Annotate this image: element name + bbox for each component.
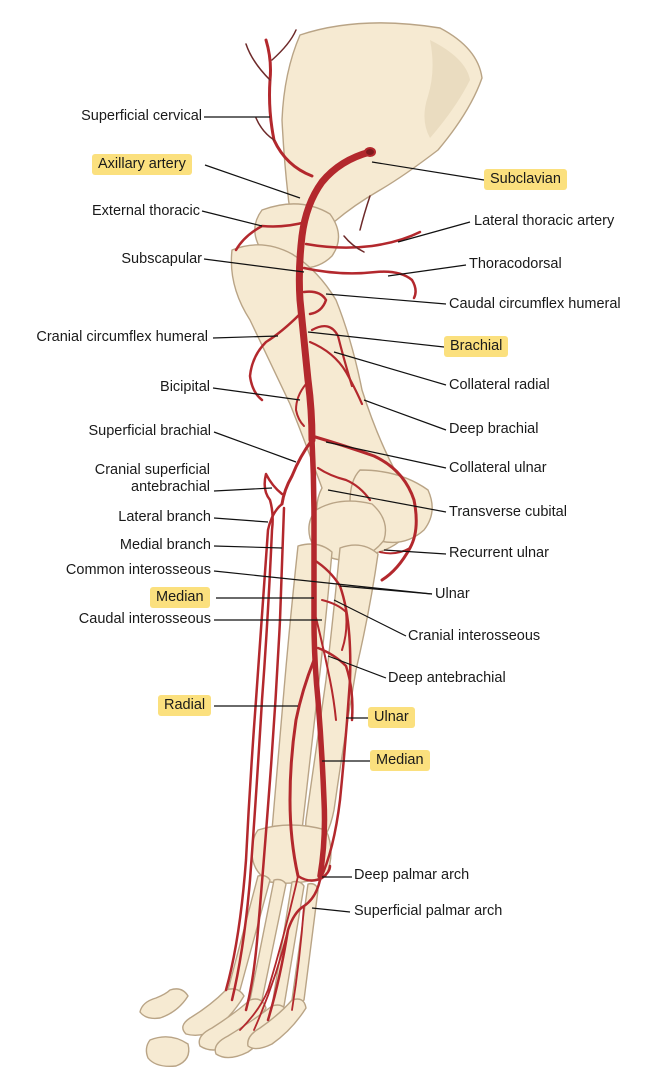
label-recurrent-ulnar: Recurrent ulnar (449, 545, 549, 561)
leader-recurrent-ulnar (383, 549, 447, 555)
label-thoracodorsal: Thoracodorsal (469, 256, 562, 272)
label-caudal-interosseous: Caudal interosseous (78, 611, 211, 627)
recurrent-ulnar-artery (379, 547, 411, 555)
leader-cranial-interosseous (333, 599, 407, 637)
superficial-brachial-artery (280, 438, 314, 506)
median-artery (309, 437, 328, 879)
radial-artery (288, 658, 316, 878)
leader-medial-branch (213, 545, 283, 549)
leader-caudal-circumflex-humeral (325, 293, 447, 305)
leader-deep-brachial (363, 399, 447, 431)
leader-lateral-branch (213, 517, 269, 523)
label-bicipital: Bicipital (160, 379, 210, 395)
ulnar-artery (318, 584, 352, 882)
label-radial: Radial (158, 695, 212, 716)
leader-axillary-artery (204, 164, 301, 199)
digital-artery (239, 875, 305, 1031)
label-lateral-thoracic-artery: Lateral thoracic artery (474, 213, 615, 229)
label-subclavian: Subclavian (484, 169, 567, 190)
scapula-spine-shade (424, 40, 470, 138)
label-brachial: Brachial (444, 336, 509, 357)
subclavian-cut-end (364, 147, 376, 157)
collateral-ulnar-artery (310, 434, 418, 582)
label-deep-antebrachial: Deep antebrachial (388, 670, 506, 686)
label-external-thoracic: External thoracic (92, 203, 200, 219)
subscapular-branch (343, 195, 371, 253)
common-interosseous-artery (312, 558, 342, 588)
deep-palmar-arch (296, 864, 332, 882)
digit (247, 998, 307, 1050)
superficial-cervical-artery (264, 38, 314, 178)
digit (182, 988, 245, 1037)
label-transverse-cubital: Transverse cubital (449, 504, 567, 520)
label-cranial-interosseous: Cranial interosseous (408, 628, 541, 644)
superficial-palmar-arch (266, 878, 322, 1022)
label-superficial-cervical: Superficial cervical (81, 108, 202, 124)
lateral-branch-artery (230, 472, 284, 1002)
label-collateral-radial: Collateral radial (449, 377, 550, 393)
label-deep-palmar-arch: Deep palmar arch (354, 867, 470, 883)
label-caudal-circumflex-humeral: Caudal circumflex humeral (449, 296, 621, 312)
medial-branch-artery (244, 506, 286, 1012)
leader-collateral-radial (333, 351, 447, 386)
label-superficial-palmar-arch: Superficial palmar arch (354, 903, 503, 919)
label-common-interosseous: Common interosseous (65, 562, 211, 578)
leader-collateral-ulnar (325, 441, 447, 469)
label-deep-brachial: Deep brachial (449, 421, 539, 437)
collateral-radial-artery (308, 340, 364, 406)
leader-transverse-cubital (327, 489, 447, 513)
label-ulnar-right: Ulnar (435, 586, 470, 602)
bicipital-artery (295, 383, 307, 427)
leader-superficial-brachial (213, 431, 297, 463)
leader-deep-antebrachial (327, 655, 387, 679)
label-lateral-branch: Lateral branch (118, 509, 211, 525)
leader-subclavian (371, 161, 485, 181)
label-median-lower: Median (370, 750, 430, 771)
pad (145, 1036, 190, 1068)
caudal-interosseous-artery (315, 617, 337, 721)
lateral-thoracic-artery (304, 230, 422, 249)
label-cranial-superficial-antebrachial: Cranial superficial antebrachial (94, 462, 210, 495)
leader-bicipital (212, 387, 301, 401)
thoracodorsal-artery (302, 266, 417, 300)
label-cranial-circumflex-humeral: Cranial circumflex humeral (36, 329, 208, 345)
label-axillary-artery: Axillary artery (92, 154, 192, 175)
transverse-cubital-artery (316, 466, 372, 502)
cranial-circumflex-humeral-artery (248, 312, 302, 402)
label-subscapular: Subscapular (121, 251, 202, 267)
superficial-cervical-branch (245, 29, 297, 141)
deep-antebrachial-artery (316, 646, 354, 722)
digit (198, 998, 267, 1051)
leader-external-thoracic (201, 210, 263, 227)
leader-superficial-palmar-arch (311, 907, 351, 913)
label-ulnar-lower: Ulnar (368, 707, 415, 728)
label-superficial-brachial: Superficial brachial (88, 423, 211, 439)
leader-thoracodorsal (387, 264, 467, 277)
dewclaw (139, 988, 189, 1020)
label-medial-branch: Medial branch (119, 537, 211, 553)
leader-ulnar-right (339, 585, 433, 595)
leader-lateral-thoracic-artery (397, 221, 471, 243)
leader-common-interosseous (213, 570, 433, 595)
cranial-interosseous-artery (321, 599, 348, 651)
leader-brachial (307, 331, 445, 348)
subclavian-axillary-trunk (295, 148, 374, 444)
leader-cranial-superficial-antebrachial (213, 487, 273, 492)
deep-brachial-artery (310, 325, 354, 388)
label-median-left: Median (150, 587, 210, 608)
label-collateral-ulnar: Collateral ulnar (449, 460, 547, 476)
leader-subscapular (203, 258, 305, 273)
leader-cranial-circumflex-humeral (212, 335, 279, 339)
caudal-circumflex-humeral-artery (302, 290, 328, 316)
